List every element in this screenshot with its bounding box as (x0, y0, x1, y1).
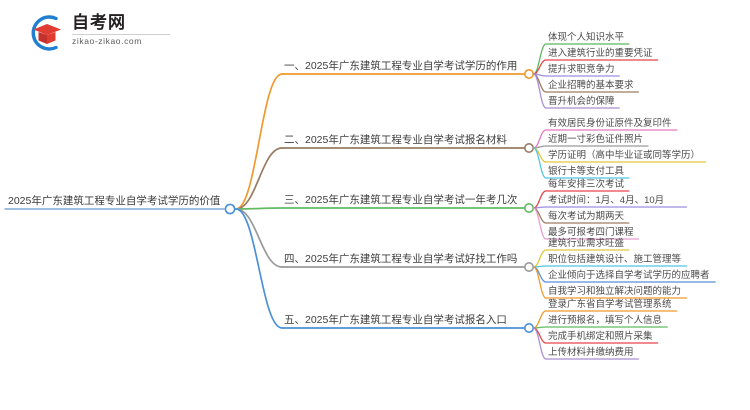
connector-curve (532, 73, 547, 93)
connector-curve (235, 208, 283, 329)
leaf-label-4-1[interactable]: 建筑行业需求旺盛 (548, 238, 625, 249)
node-handle[interactable] (523, 261, 534, 272)
connector-curve (532, 326, 547, 329)
connector-curve (235, 73, 283, 210)
node-handle[interactable] (523, 203, 534, 214)
leaf-label-3-2[interactable]: 考试时间：1月、4月、10月 (548, 195, 665, 206)
branch-label-4[interactable]: 四、2025年广东建筑工程专业自学考试好找工作吗 (284, 253, 518, 265)
connector-curve (532, 266, 547, 299)
connector-curve (532, 207, 547, 224)
logo-title: 自考网 (72, 13, 126, 32)
leaf-label-1-5[interactable]: 晋升机会的保障 (548, 96, 615, 107)
connector-curve (532, 266, 547, 283)
branch-label-3[interactable]: 三、2025年广东建筑工程专业自学考试一年考几次 (284, 194, 518, 206)
connector-curve (235, 208, 283, 268)
leaf-label-5-3[interactable]: 完成手机绑定和照片采集 (548, 331, 653, 342)
zikao-logo-icon (31, 15, 61, 51)
leaf-label-3-3[interactable]: 每次考试为期两天 (548, 211, 625, 222)
branch-label-2[interactable]: 二、2025年广东建筑工程专业自学考试报名材料 (284, 134, 507, 146)
connector-curve (532, 129, 547, 149)
branch-label-1[interactable]: 一、2025年广东建筑工程专业自学考试学历的作用 (284, 60, 518, 72)
leaf-label-2-4[interactable]: 银行卡等支付工具 (548, 166, 625, 177)
leaf-label-1-2[interactable]: 进入建筑行业的重要凭证 (548, 48, 653, 59)
logo-text: 自考网 zikao-zikao.com (72, 13, 172, 47)
logo-divider (72, 34, 170, 35)
node-handle[interactable] (523, 322, 534, 333)
leaf-label-3-4[interactable]: 最多可报考四门课程 (548, 227, 634, 238)
connector-curve (532, 147, 547, 163)
node-handle[interactable] (224, 203, 236, 215)
connector-curve (532, 145, 547, 149)
branch-label-5[interactable]: 五、2025年广东建筑工程专业自学考试报名入口 (284, 314, 507, 326)
connector-curve (532, 73, 547, 77)
connector-curve (532, 206, 547, 209)
leaf-label-1-1[interactable]: 体现个人知识水平 (548, 32, 625, 43)
node-handle[interactable] (523, 143, 534, 154)
connector-curve (532, 207, 547, 240)
connector-curve (532, 73, 547, 109)
leaf-label-4-3[interactable]: 企业倾向于选择自学考试学历的应聘者 (548, 270, 710, 281)
leaf-label-1-4[interactable]: 企业招聘的基本要求 (548, 80, 634, 91)
leaf-label-5-1[interactable]: 登录广东省自学考试管理系统 (548, 299, 672, 310)
leaf-label-2-3[interactable]: 学历证明（高中毕业证或同等学历） (548, 150, 701, 161)
leaf-label-5-4[interactable]: 上传材料并缴纳费用 (548, 347, 634, 358)
connector-curve (532, 310, 547, 329)
connector-curve (532, 190, 547, 209)
leaf-label-2-1[interactable]: 有效居民身份证原件及复印件 (548, 118, 672, 129)
connector-curve (532, 327, 547, 360)
connector-curve (532, 43, 547, 75)
site-logo: 自考网 zikao-zikao.com (26, 10, 171, 56)
leaf-label-4-2[interactable]: 职位包括建筑设计、施工管理等 (548, 254, 682, 265)
leaf-label-4-4[interactable]: 自我学习和独立解决问题的能力 (548, 286, 682, 297)
leaf-label-1-3[interactable]: 提升求职竞争力 (548, 64, 615, 75)
mindmap-root-label[interactable]: 2025年广东建筑工程专业自学考试学历的价值 (8, 195, 221, 207)
leaf-label-5-2[interactable]: 进行预报名，填写个人信息 (548, 315, 663, 326)
logo-subtitle: zikao-zikao.com (72, 36, 142, 46)
connector-curve (532, 59, 547, 75)
node-handle[interactable] (523, 69, 534, 80)
leaf-label-3-1[interactable]: 每年安排三次考试 (548, 179, 625, 190)
leaf-label-2-2[interactable]: 近期一寸彩色证件照片 (548, 134, 644, 145)
connector-curve (235, 147, 283, 210)
connector-curve (532, 249, 547, 268)
connector-curve (235, 207, 283, 210)
connector-curve (532, 327, 547, 344)
connector-curve (532, 147, 547, 179)
connector-curve (532, 265, 547, 268)
